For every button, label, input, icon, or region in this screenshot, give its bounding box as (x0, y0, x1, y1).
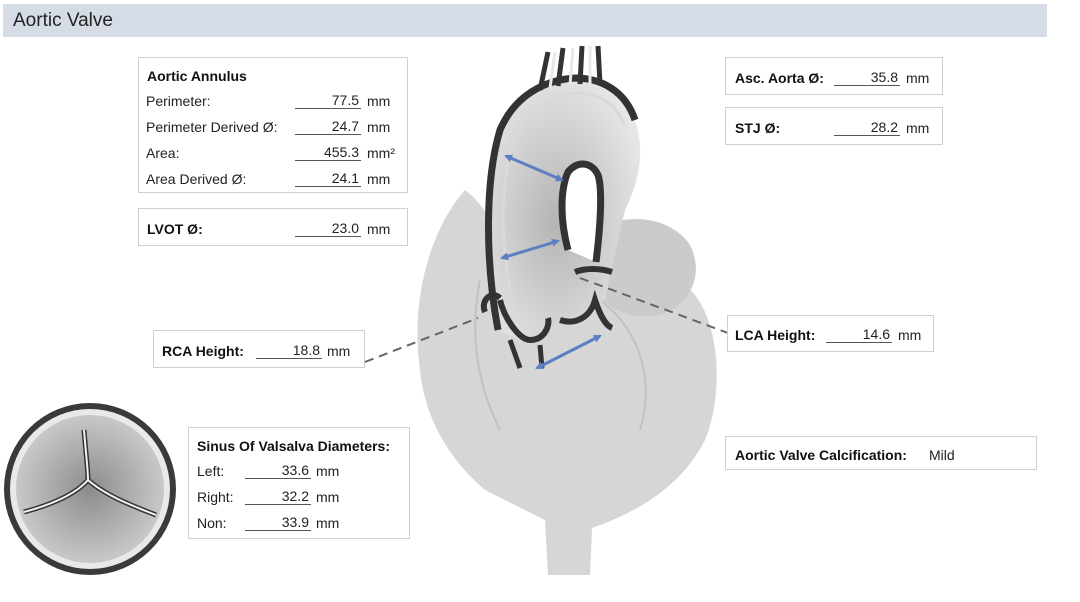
rca-value: 18.8 (256, 342, 322, 359)
aortic-arch (480, 45, 641, 369)
sinus-right-value: 32.2 (245, 488, 311, 505)
aortic-annulus-panel: Aortic Annulus Perimeter: 77.5 mm Perime… (138, 57, 408, 193)
rca-unit: mm (327, 343, 351, 359)
rca-height-panel: RCA Height: 18.8 mm (153, 330, 365, 368)
sinus-left-unit: mm (316, 463, 340, 479)
measurement-arrows (500, 154, 602, 370)
area-derived-unit: mm (367, 171, 391, 187)
sinus-non-value: 33.9 (245, 514, 311, 531)
perimeter-unit: mm (367, 93, 391, 109)
perimeter-label: Perimeter: (146, 93, 211, 109)
rca-label: RCA Height: (162, 343, 244, 359)
stj-value: 28.2 (834, 119, 900, 136)
perimeter-derived-unit: mm (367, 119, 391, 135)
calcification-label: Aortic Valve Calcification: (735, 447, 907, 463)
area-derived-value: 24.1 (295, 170, 361, 187)
sinus-left-label: Left: (197, 463, 225, 479)
asc-aorta-label: Asc. Aorta Ø: (735, 70, 824, 86)
page-title: Aortic Valve (13, 10, 113, 31)
valve-cross-section-icon (4, 403, 176, 575)
sinus-title: Sinus Of Valsalva Diameters: (197, 438, 390, 454)
asc-aorta-panel: Asc. Aorta Ø: 35.8 mm (725, 57, 943, 95)
area-unit: mm² (367, 145, 395, 161)
calcification-panel: Aortic Valve Calcification: Mild (725, 436, 1037, 470)
sinus-right-unit: mm (316, 489, 340, 505)
stj-panel: STJ Ø: 28.2 mm (725, 107, 943, 145)
calcification-value: Mild (929, 447, 955, 463)
sinus-of-valsalva-panel: Sinus Of Valsalva Diameters: Left: 33.6 … (188, 427, 410, 539)
lvot-panel: LVOT Ø: 23.0 mm (138, 208, 408, 246)
lca-label: LCA Height: (735, 327, 816, 343)
perimeter-derived-label: Perimeter Derived Ø: (146, 119, 278, 135)
sinus-non-unit: mm (316, 515, 340, 531)
perimeter-value: 77.5 (295, 92, 361, 109)
asc-aorta-value: 35.8 (834, 69, 900, 86)
stj-unit: mm (906, 120, 930, 136)
aortic-annulus-title: Aortic Annulus (147, 68, 247, 84)
area-derived-label: Area Derived Ø: (146, 171, 247, 187)
sinus-left-value: 33.6 (245, 462, 311, 479)
asc-aorta-unit: mm (906, 70, 930, 86)
lvot-value: 23.0 (295, 220, 361, 237)
header-bar: Aortic Valve (3, 4, 1047, 37)
lca-height-panel: LCA Height: 14.6 mm (727, 315, 934, 352)
stj-label: STJ Ø: (735, 120, 781, 136)
perimeter-derived-value: 24.7 (295, 118, 361, 135)
lvot-label: LVOT Ø: (147, 221, 203, 237)
lca-value: 14.6 (826, 326, 892, 343)
area-label: Area: (146, 145, 180, 161)
area-value: 455.3 (295, 144, 361, 161)
lvot-unit: mm (367, 221, 391, 237)
sinus-right-label: Right: (197, 489, 234, 505)
sinus-non-label: Non: (197, 515, 227, 531)
leader-lines (364, 277, 729, 363)
lca-unit: mm (898, 327, 922, 343)
